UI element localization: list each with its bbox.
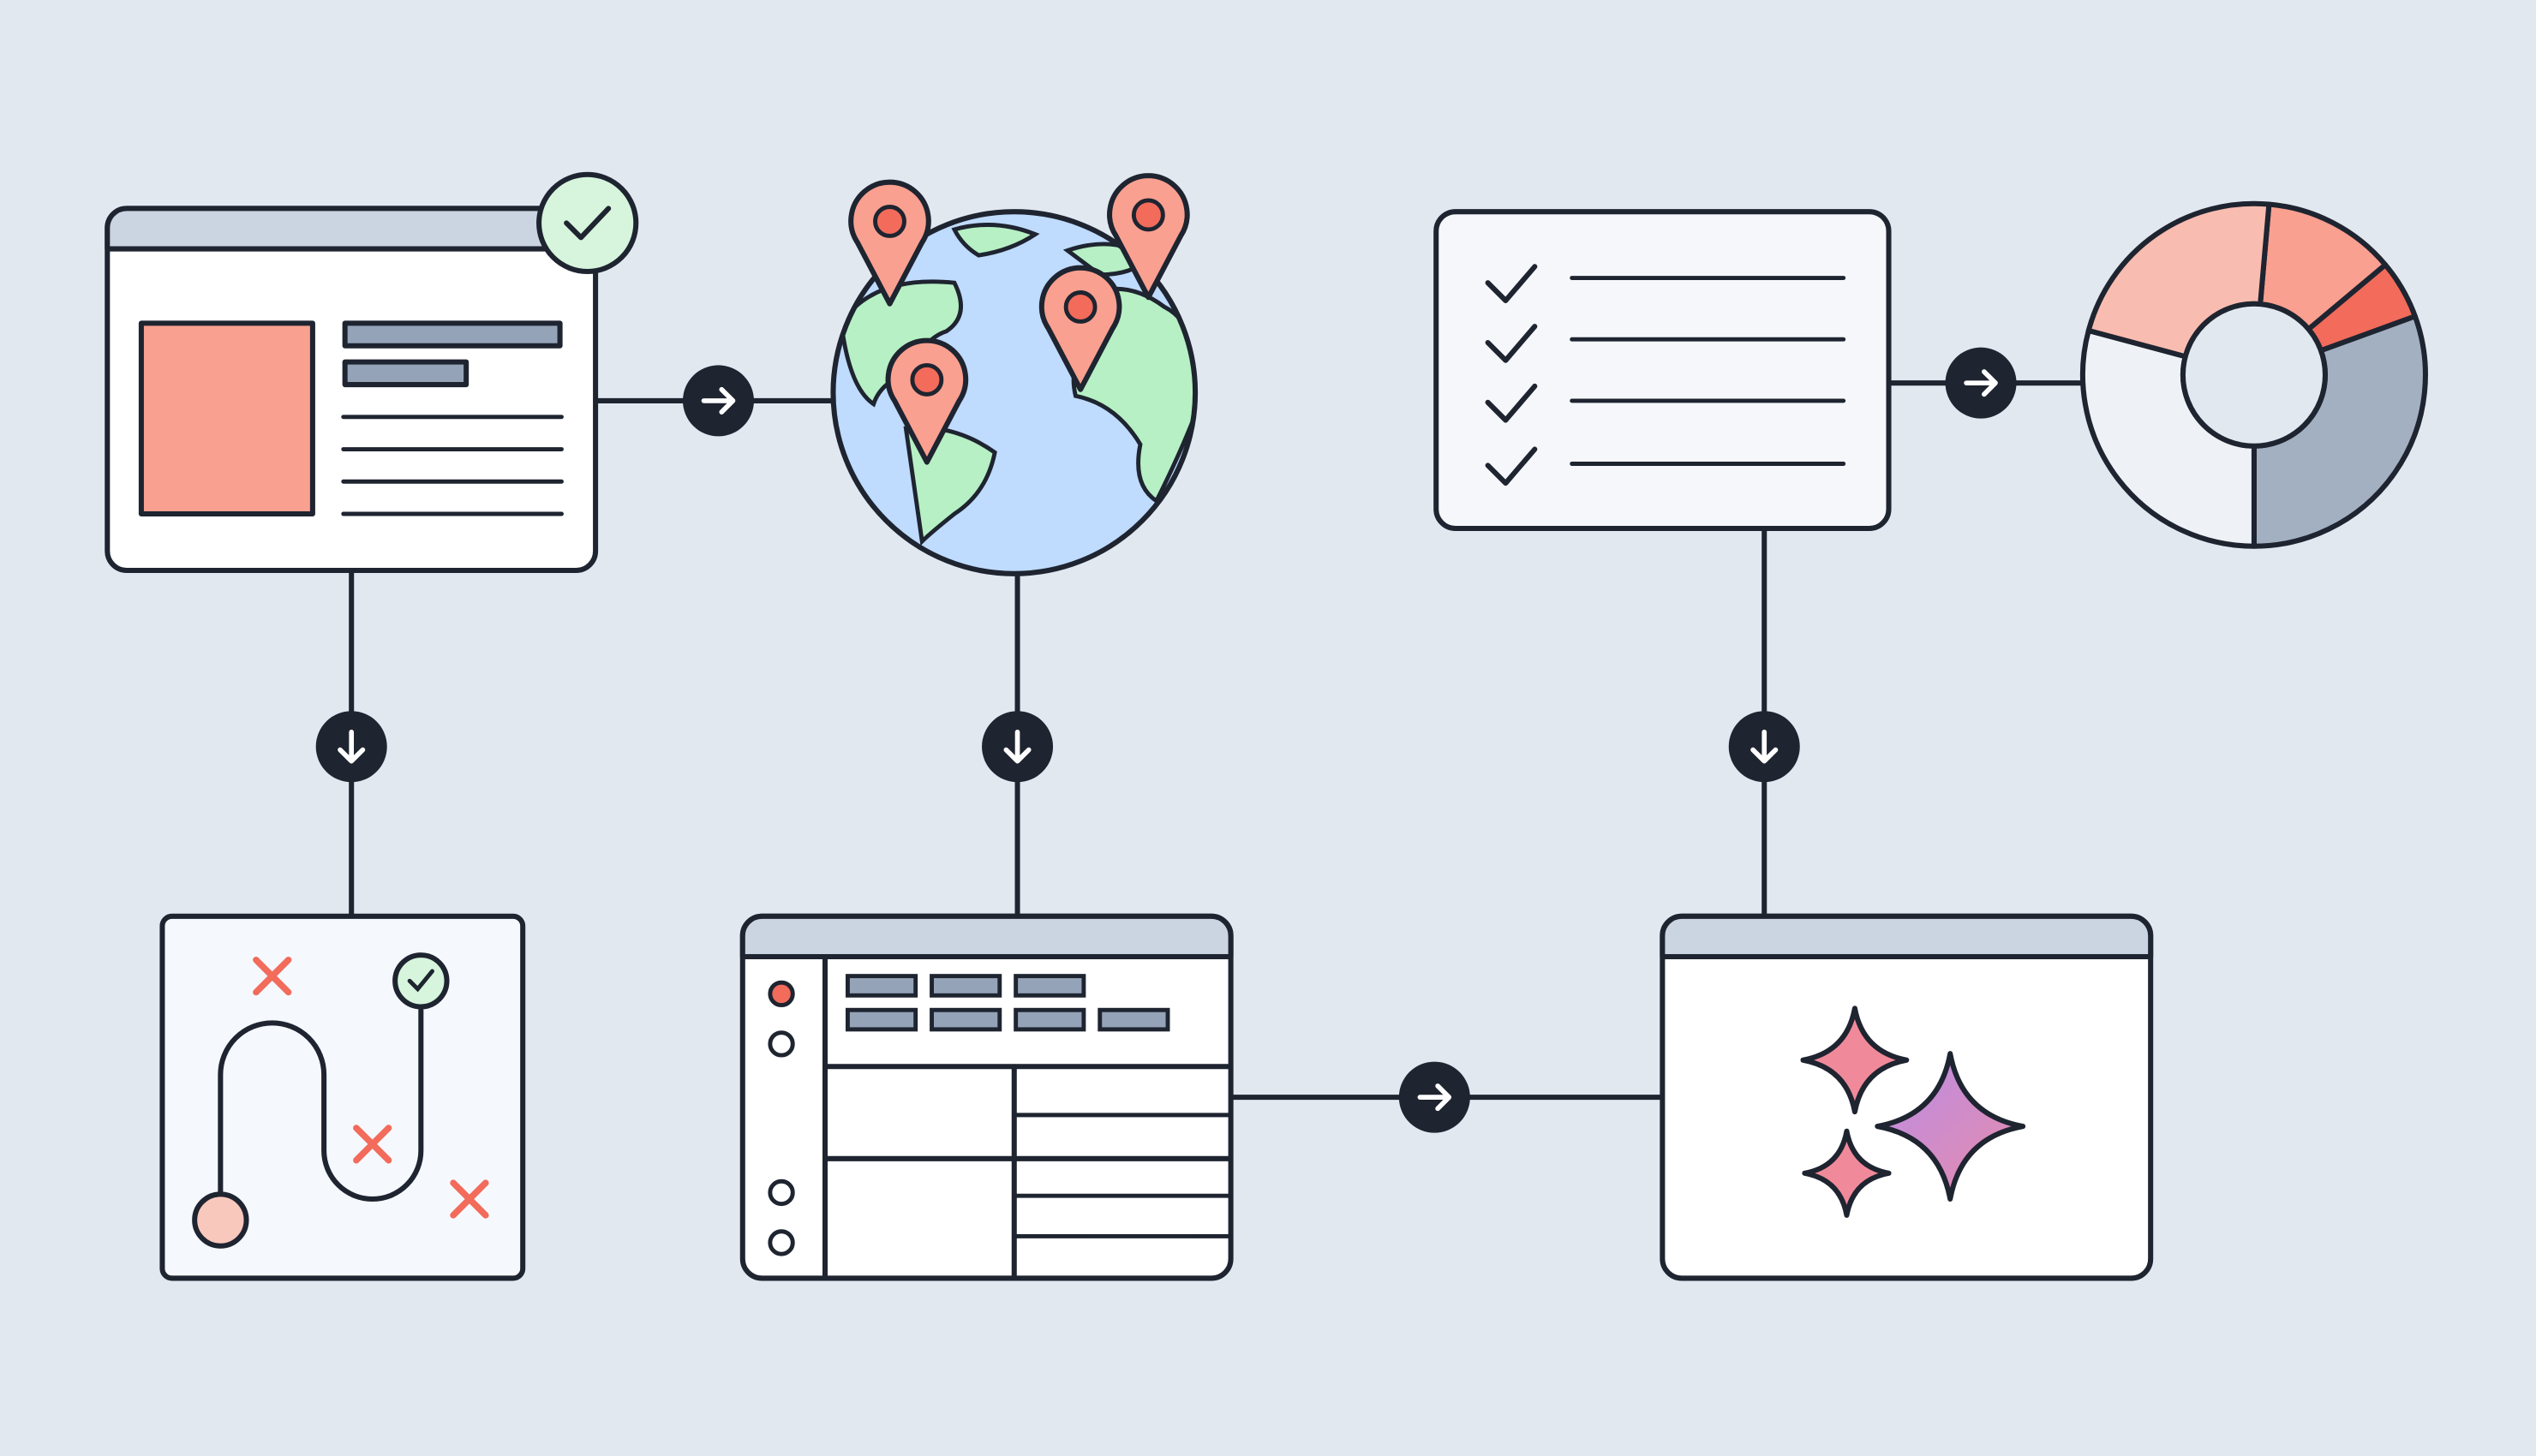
check-badge-icon	[392, 952, 450, 1010]
table-icon	[739, 913, 1234, 1281]
arrow-right-icon	[1398, 1061, 1470, 1133]
x-mark-icon	[253, 956, 292, 996]
sparkles-window	[1660, 913, 2154, 1281]
x-mark-icon	[353, 1125, 392, 1164]
arrow-down-icon	[315, 711, 387, 783]
checklist-icon	[1433, 209, 1892, 531]
arrow-down-icon	[982, 711, 1054, 783]
sparkles-icon	[1800, 1005, 2026, 1218]
x-mark-icon	[450, 1179, 489, 1219]
check-badge-icon	[536, 171, 639, 274]
map-pin-icon	[885, 337, 969, 465]
arrow-right-icon	[1945, 347, 2017, 419]
map-pin-icon	[1038, 265, 1122, 392]
webpage-window	[105, 171, 639, 574]
map-pin-icon	[1107, 173, 1190, 301]
map-pin-icon	[848, 179, 931, 307]
globe-icon	[830, 173, 1199, 576]
donut-chart-icon	[2079, 200, 2428, 549]
route-icon	[159, 913, 526, 1281]
arrow-down-icon	[1728, 711, 1800, 783]
arrow-right-icon	[682, 365, 754, 437]
donut-hole	[2180, 301, 2328, 449]
image-placeholder	[138, 320, 315, 517]
